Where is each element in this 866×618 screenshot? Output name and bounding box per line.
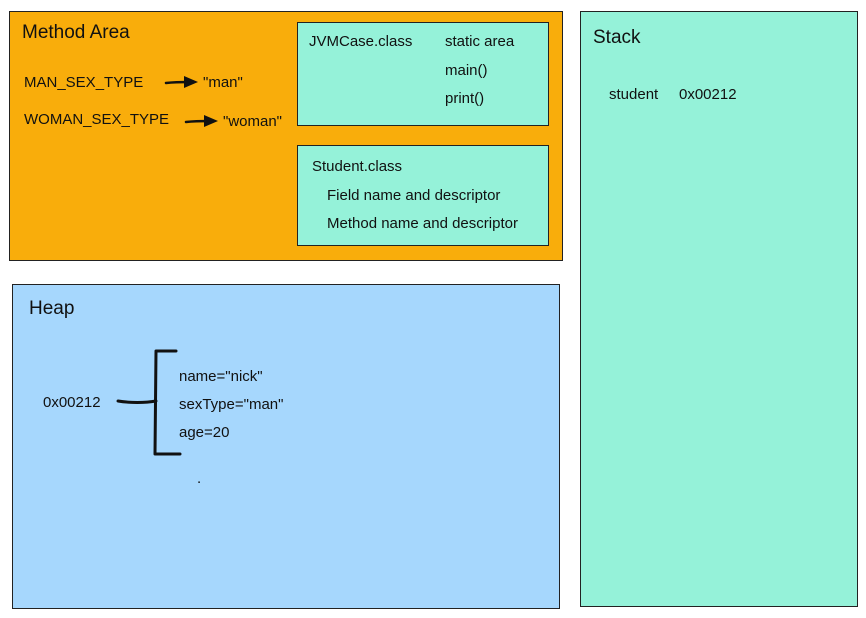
jvmcase-print-method: print() (445, 90, 485, 107)
stack-panel (580, 11, 858, 607)
man-sex-type-value: "man" (203, 74, 243, 91)
method-area-title: Method Area (22, 22, 130, 43)
jvmcase-main-method: main() (445, 62, 488, 79)
student-class-box (297, 145, 549, 246)
student-class-name: Student.class (312, 158, 403, 175)
woman-sex-type-label: WOMAN_SEX_TYPE (24, 111, 170, 128)
jvmcase-class-box (297, 22, 549, 126)
stack-variable-name: student (609, 86, 659, 103)
heap-panel (12, 284, 560, 609)
heap-title: Heap (29, 298, 75, 319)
stack-variable-reference: 0x00212 (679, 86, 737, 103)
student-method-descriptor: Method name and descriptor (327, 215, 518, 232)
student-field-descriptor: Field name and descriptor (327, 187, 501, 204)
jvmcase-static-area: static area (445, 33, 515, 50)
heap-field-age: age=20 (179, 424, 230, 441)
jvmcase-class-name: JVMCase.class (309, 33, 413, 50)
stack-title: Stack (593, 27, 641, 48)
man-sex-type-label: MAN_SEX_TYPE (24, 74, 144, 91)
heap-field-name: name="nick" (179, 368, 263, 385)
heap-field-sextype: sexType="man" (179, 396, 284, 413)
heap-address: 0x00212 (43, 394, 101, 411)
heap-dot: . (197, 470, 202, 487)
woman-sex-type-value: "woman" (223, 113, 283, 130)
